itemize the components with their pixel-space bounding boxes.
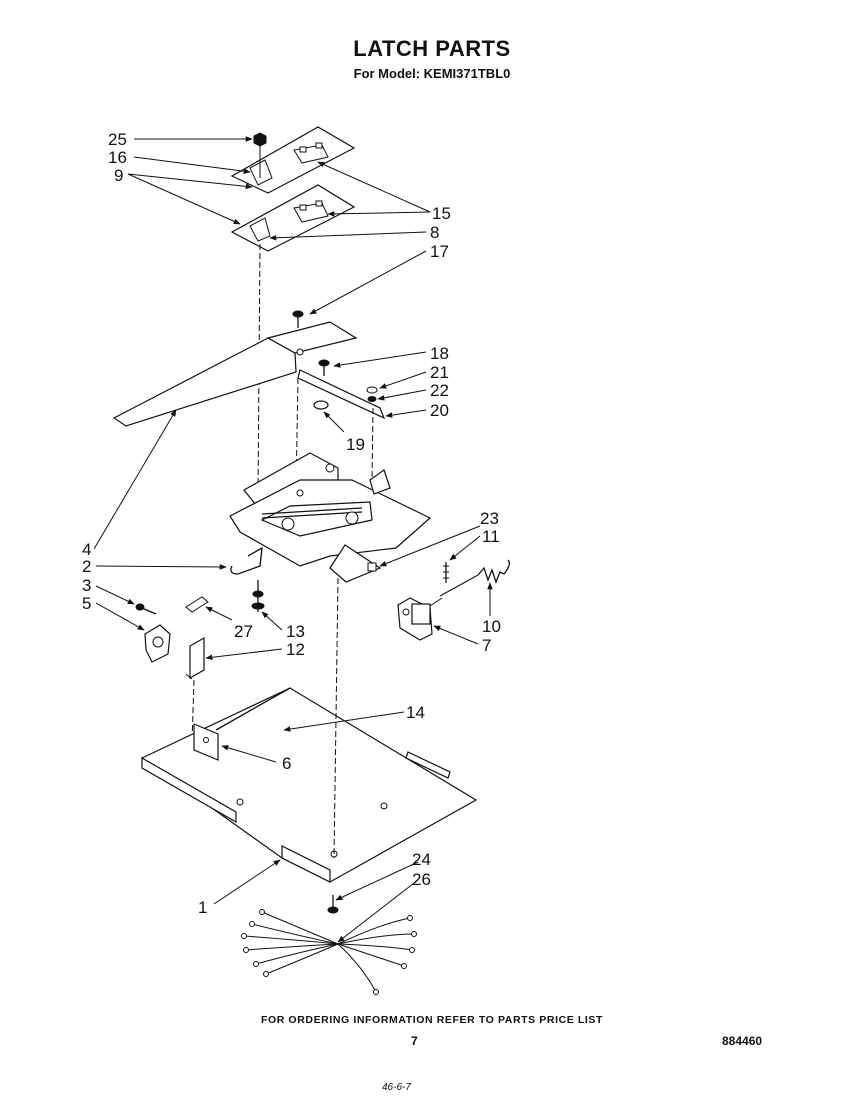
callout-23: 23 — [480, 509, 499, 528]
callout-22: 22 — [430, 381, 449, 400]
callout-5: 5 — [82, 594, 91, 613]
callout-9: 9 — [114, 166, 123, 185]
callout-24: 24 — [412, 850, 431, 869]
washers-part-21-22 — [366, 386, 378, 402]
switch-bracket-lower — [230, 184, 356, 252]
document-number: 884460 — [722, 1034, 763, 1048]
screw-part-13 — [251, 580, 265, 612]
base-plate-part-1 — [140, 687, 478, 883]
callout-11: 11 — [482, 527, 500, 546]
latch-base-assembly-part-2 — [229, 452, 432, 583]
page-number: 7 — [411, 1034, 418, 1048]
solenoid-part-7 — [397, 597, 443, 641]
callout-3: 3 — [82, 576, 91, 595]
screw-part-17 — [292, 310, 304, 328]
callout-27: 27 — [234, 622, 253, 641]
bracket-part-12 — [185, 636, 205, 680]
callout-labels: 25 16 9 15 8 17 18 21 22 20 19 23 11 10 … — [82, 130, 501, 917]
callout-26: 26 — [412, 870, 431, 889]
model-subtitle: For Model: KEMI371TBL0 — [353, 66, 511, 81]
bracket-part-6 — [193, 723, 219, 761]
page-title: LATCH PARTS — [353, 36, 511, 61]
callout-25: 25 — [108, 130, 127, 149]
callout-7: 7 — [482, 636, 491, 655]
wiring-harness — [241, 909, 417, 995]
callout-17: 17 — [430, 242, 449, 261]
ordering-information-note: FOR ORDERING INFORMATION REFER TO PARTS … — [260, 1014, 604, 1026]
clip-part-23 — [367, 562, 377, 572]
callout-18: 18 — [430, 344, 449, 363]
callout-15: 15 — [432, 204, 451, 223]
callout-13: 13 — [286, 622, 305, 641]
spring-part-10 — [439, 559, 510, 597]
washer-part-19 — [313, 400, 329, 410]
screw-part-18 — [318, 359, 330, 376]
spring-part-11 — [443, 562, 449, 583]
callout-14: 14 — [406, 703, 425, 722]
callout-1: 1 — [198, 898, 207, 917]
callout-10: 10 — [482, 617, 501, 636]
callout-8: 8 — [430, 223, 439, 242]
callout-20: 20 — [430, 401, 449, 420]
callout-21: 21 — [430, 363, 449, 382]
handwritten-stamp: 46-6-7 — [382, 1082, 411, 1093]
switch-part-5 — [144, 624, 171, 663]
screw-part-3 — [135, 603, 157, 615]
switch-bracket-upper — [230, 126, 356, 194]
callout-2: 2 — [82, 557, 91, 576]
callout-6: 6 — [282, 754, 291, 773]
nut-part-25 — [253, 132, 267, 178]
pin-part-27 — [185, 596, 209, 613]
callout-4: 4 — [82, 540, 91, 559]
callout-19: 19 — [346, 435, 365, 454]
callout-16: 16 — [108, 148, 127, 167]
screw-part-24-26 — [327, 895, 339, 914]
callout-12: 12 — [286, 640, 305, 659]
leader-lines — [93, 136, 493, 943]
latch-lever-part-4 — [112, 321, 386, 427]
